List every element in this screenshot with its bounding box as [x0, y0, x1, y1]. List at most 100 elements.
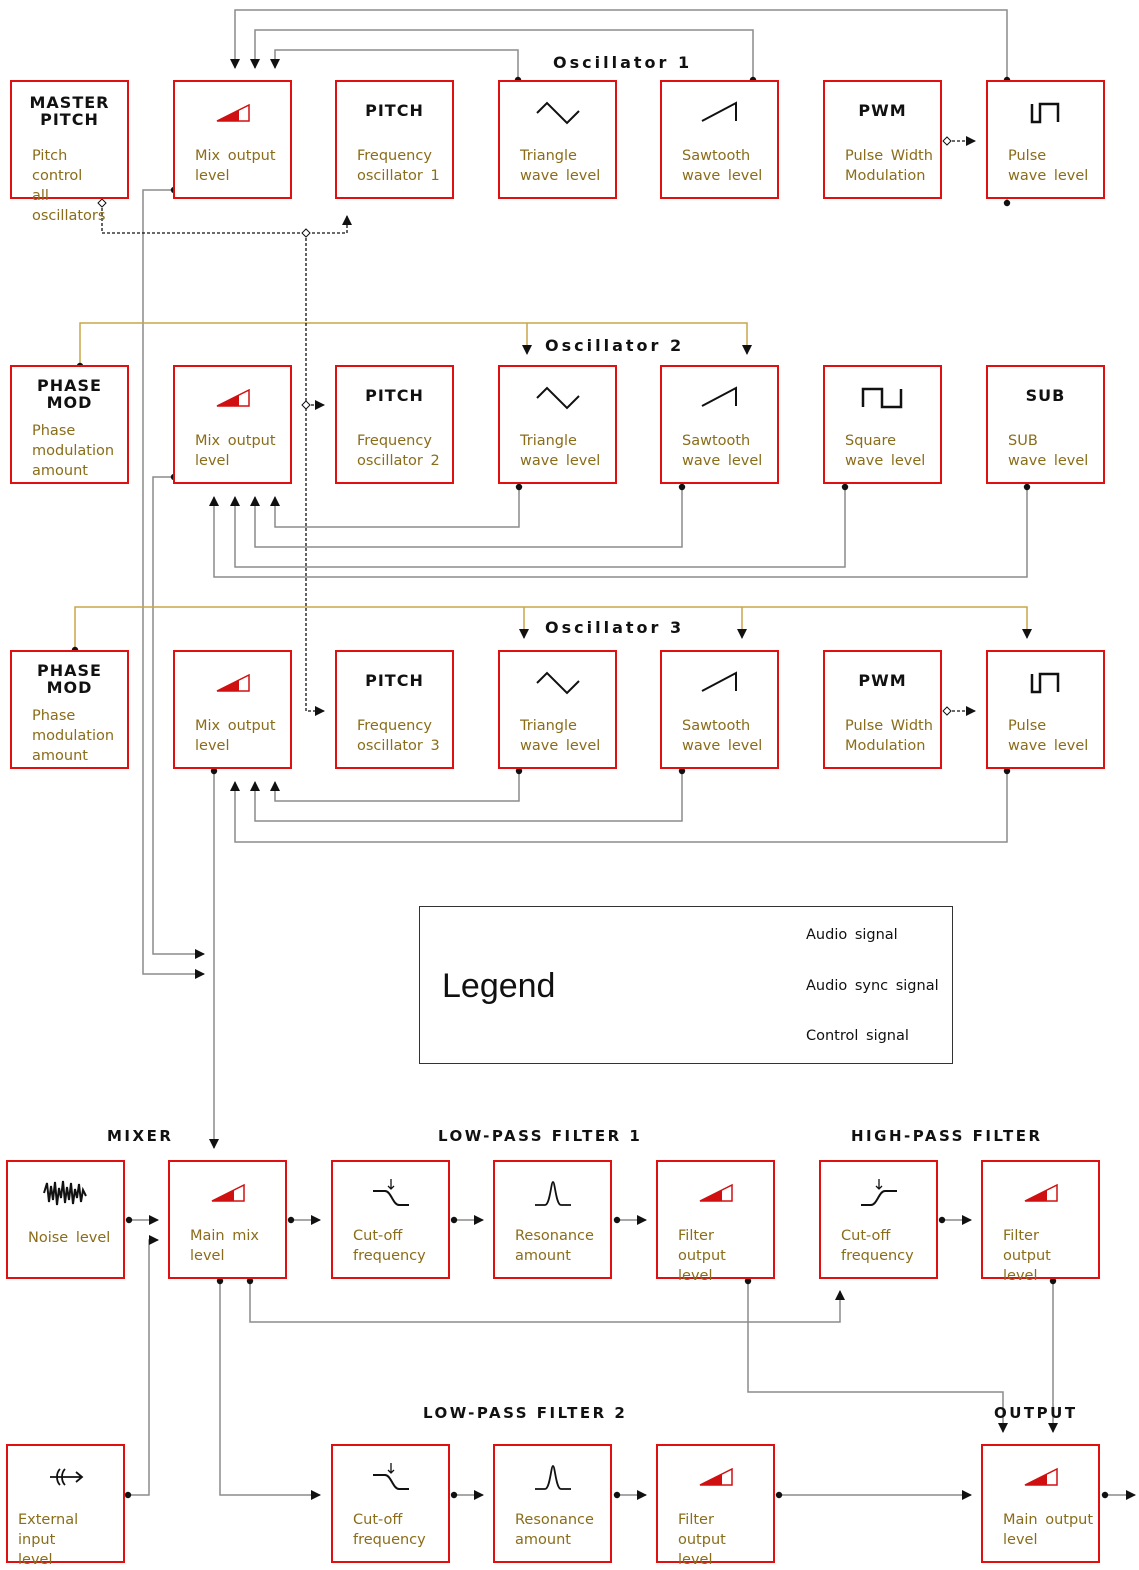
- triangle-wave-icon: [500, 666, 615, 700]
- module-desc: Triangle wave level: [520, 718, 601, 754]
- module-title: PITCH: [365, 671, 424, 690]
- module-desc: Pulse wave level: [1008, 718, 1089, 754]
- output-title: OUTPUT: [994, 1404, 1078, 1422]
- module-desc: Filter output level: [678, 1228, 726, 1284]
- lpf2-output-module[interactable]: Filter output level: [656, 1444, 775, 1568]
- module-desc: Noise level: [28, 1230, 111, 1246]
- lpf2-resonance-module[interactable]: Resonance amount: [493, 1444, 612, 1563]
- lpf2-cutoff-module[interactable]: Cut-off frequency: [331, 1444, 450, 1563]
- noise-module[interactable]: Noise level: [6, 1160, 125, 1279]
- lowpass-curve-icon: [333, 1176, 448, 1210]
- hpf-cutoff-module[interactable]: Cut-off frequency: [819, 1160, 938, 1279]
- osc2-pitch-module[interactable]: PITCH Frequency oscillator 2: [335, 365, 454, 484]
- resonance-peak-icon: [495, 1460, 610, 1494]
- module-desc: Triangle wave level: [520, 433, 601, 469]
- lpf1-cutoff-module[interactable]: Cut-off frequency: [331, 1160, 450, 1279]
- module-desc: Filter output level: [678, 1512, 726, 1568]
- osc3-pwm-module[interactable]: PWM Pulse Width Modulation: [823, 650, 942, 769]
- osc2-triangle-module[interactable]: Triangle wave level: [498, 365, 617, 484]
- legend-title: Legend: [442, 967, 556, 1005]
- osc1-pulse-module[interactable]: Pulse wave level: [986, 80, 1105, 199]
- module-desc: Triangle wave level: [520, 148, 601, 184]
- legend-control-signal: Control signal: [806, 1028, 909, 1044]
- triangle-wave-icon: [500, 96, 615, 130]
- module-desc: External input level: [18, 1512, 79, 1568]
- pulse-wave-icon: [988, 96, 1103, 130]
- module-desc: Square wave level: [845, 433, 926, 469]
- module-title: MASTER PITCH: [29, 93, 110, 129]
- osc1-sawtooth-module[interactable]: Sawtooth wave level: [660, 80, 779, 199]
- external-input-icon: [8, 1460, 123, 1494]
- main-mix-module[interactable]: Main mix level: [168, 1160, 287, 1279]
- mix-level-icon: [175, 666, 290, 700]
- module-title: PWM: [858, 671, 907, 690]
- legend-audio-sync-signal: Audio sync signal: [806, 978, 939, 994]
- osc2-mix-module[interactable]: Mix output level: [173, 365, 292, 484]
- legend-box: Legend Audio signal Audio sync signal Co…: [419, 906, 953, 1064]
- osc1-triangle-module[interactable]: Triangle wave level: [498, 80, 617, 199]
- module-desc: Sawtooth wave level: [682, 148, 763, 184]
- osc3-triangle-module[interactable]: Triangle wave level: [498, 650, 617, 769]
- module-title: PWM: [858, 101, 907, 120]
- mix-level-icon: [658, 1460, 773, 1494]
- highpass-curve-icon: [821, 1176, 936, 1210]
- osc1-mix-module[interactable]: Mix output level: [173, 80, 292, 199]
- triangle-wave-icon: [500, 381, 615, 415]
- module-desc: Phase modulation amount: [32, 708, 115, 764]
- lpf2-title: LOW-PASS FILTER 2: [423, 1404, 628, 1422]
- module-desc: Pulse Width Modulation: [845, 148, 933, 184]
- lowpass-curve-icon: [333, 1460, 448, 1494]
- module-title: PITCH: [365, 386, 424, 405]
- main-output-module[interactable]: Main output level: [981, 1444, 1100, 1563]
- osc2-phase-mod-module[interactable]: PHASE MOD Phase modulation amount: [10, 365, 129, 484]
- noise-icon: [8, 1176, 123, 1210]
- external-input-module[interactable]: External input level: [6, 1444, 125, 1568]
- module-desc: Frequency oscillator 2: [357, 433, 440, 469]
- master-pitch-module[interactable]: MASTER PITCH Pitch control all oscillato…: [10, 80, 129, 224]
- osc2-sub-module[interactable]: SUB SUB wave level: [986, 365, 1105, 484]
- module-desc: SUB wave level: [1008, 433, 1089, 469]
- module-title: PHASE MOD: [37, 376, 102, 412]
- osc1-pwm-module[interactable]: PWM Pulse Width Modulation: [823, 80, 942, 199]
- module-desc: Main mix level: [190, 1228, 259, 1264]
- module-desc: Phase modulation amount: [32, 423, 115, 479]
- module-desc: Cut-off frequency: [841, 1228, 914, 1264]
- sawtooth-wave-icon: [662, 381, 777, 415]
- lpf1-output-module[interactable]: Filter output level: [656, 1160, 775, 1284]
- osc2-sawtooth-module[interactable]: Sawtooth wave level: [660, 365, 779, 484]
- module-desc: Mix output level: [195, 433, 276, 469]
- resonance-peak-icon: [495, 1176, 610, 1210]
- hpf-output-module[interactable]: Filter output level: [981, 1160, 1100, 1284]
- mix-level-icon: [983, 1460, 1098, 1494]
- module-desc: Sawtooth wave level: [682, 718, 763, 754]
- module-desc: Resonance amount: [515, 1228, 594, 1264]
- mixer-title: MIXER: [107, 1127, 174, 1145]
- oscillator-3-title: Oscillator 3: [545, 618, 685, 637]
- square-wave-icon: [825, 381, 940, 415]
- module-desc: Resonance amount: [515, 1512, 594, 1548]
- osc3-pulse-module[interactable]: Pulse wave level: [986, 650, 1105, 769]
- module-desc: Mix output level: [195, 718, 276, 754]
- legend-audio-signal: Audio signal: [806, 927, 898, 943]
- oscillator-2-title: Oscillator 2: [545, 336, 685, 355]
- mix-level-icon: [175, 381, 290, 415]
- module-title: PITCH: [365, 101, 424, 120]
- module-desc: Pulse wave level: [1008, 148, 1089, 184]
- module-desc: Pulse Width Modulation: [845, 718, 933, 754]
- osc3-mix-module[interactable]: Mix output level: [173, 650, 292, 769]
- pulse-wave-icon: [988, 666, 1103, 700]
- osc1-pitch-module[interactable]: PITCH Frequency oscillator 1: [335, 80, 454, 199]
- module-title: SUB: [1025, 386, 1066, 405]
- osc2-square-module[interactable]: Square wave level: [823, 365, 942, 484]
- osc3-sawtooth-module[interactable]: Sawtooth wave level: [660, 650, 779, 769]
- osc3-pitch-module[interactable]: PITCH Frequency oscillator 3: [335, 650, 454, 769]
- module-title: PHASE MOD: [37, 661, 102, 697]
- hpf-title: HIGH-PASS FILTER: [851, 1127, 1043, 1145]
- module-desc: Sawtooth wave level: [682, 433, 763, 469]
- lpf1-resonance-module[interactable]: Resonance amount: [493, 1160, 612, 1279]
- module-desc: Main output level: [1003, 1512, 1094, 1548]
- mix-level-icon: [658, 1176, 773, 1210]
- osc3-phase-mod-module[interactable]: PHASE MOD Phase modulation amount: [10, 650, 129, 769]
- oscillator-1-title: Oscillator 1: [553, 53, 693, 72]
